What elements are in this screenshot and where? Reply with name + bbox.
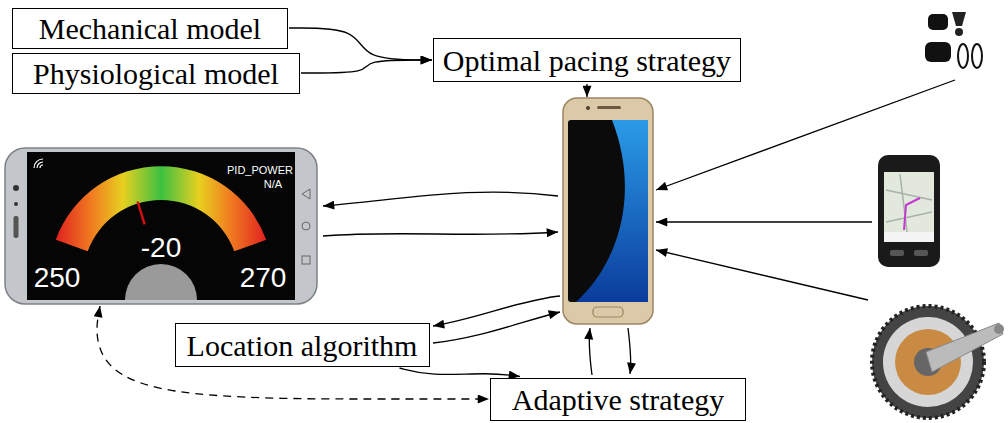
map-route (904, 198, 920, 230)
chainring (872, 306, 984, 418)
speaker (14, 216, 19, 238)
device-body (878, 155, 940, 267)
node-label: 250 (34, 264, 81, 292)
home-button (593, 307, 623, 317)
nav-home (302, 222, 310, 230)
chainring-inner (883, 317, 973, 407)
camera (13, 185, 19, 191)
node-label: PID_POWER (227, 165, 293, 176)
map-roads (886, 174, 932, 240)
gauge-phone (5, 148, 317, 304)
device-button (914, 250, 928, 256)
crank-arm (926, 323, 1003, 372)
pedal-hole (994, 324, 1004, 334)
data-field (884, 232, 934, 242)
sensor-band (972, 44, 982, 68)
connector (289, 28, 432, 60)
arrow (323, 192, 558, 206)
gauge-screen: PID_POWER N/A -20 250 270 (5, 148, 317, 304)
earpiece (597, 106, 621, 109)
sensor (952, 12, 966, 26)
power-meter (872, 306, 1004, 418)
camera (586, 106, 590, 110)
arrow (656, 221, 872, 222)
sensors (925, 12, 982, 68)
device-button (890, 250, 904, 256)
node-label: Mechanical model (39, 12, 261, 45)
arrow (323, 232, 558, 236)
sensor-band (958, 44, 968, 68)
arrow (589, 328, 592, 375)
connector (400, 368, 521, 377)
node-label: Adaptive strategy (512, 383, 724, 416)
model-box: Mechanical model (12, 8, 288, 49)
signal-icon (34, 159, 43, 168)
bike-computer (878, 155, 940, 267)
arrow (656, 250, 868, 300)
phone-body (563, 98, 653, 324)
arrow (656, 80, 955, 190)
arrow (628, 328, 631, 374)
sensor (928, 14, 948, 30)
arrow (586, 84, 587, 97)
phone-screen (568, 120, 648, 302)
phone-body (5, 148, 317, 304)
node-label: 270 (240, 264, 287, 292)
node-label: Location algorithm (187, 329, 418, 362)
dashed-connector (97, 306, 489, 399)
algorithm-box: Location algorithm (175, 323, 430, 367)
strategy-box: Optimal pacing strategy (433, 38, 741, 82)
sensor (925, 42, 951, 62)
nav-back (302, 189, 310, 199)
phone-screen (27, 152, 295, 300)
node-label: Optimal pacing strategy (443, 44, 731, 77)
screen-wallpaper (576, 120, 648, 302)
sensor (955, 28, 963, 36)
node-label: N/A (264, 179, 282, 190)
node-label: Physiological model (33, 57, 279, 90)
arrow (433, 296, 560, 326)
connector (301, 60, 432, 73)
sensor-dot (14, 202, 18, 206)
nav-recent (302, 256, 310, 264)
device-screen (884, 172, 934, 242)
gauge-hub (125, 264, 197, 300)
smartphone (563, 98, 653, 324)
strategy-box: Adaptive strategy (490, 378, 746, 421)
arrow (433, 312, 560, 343)
gauge-needle (138, 202, 145, 225)
node-label: -20 (141, 234, 181, 262)
model-box: Physiological model (12, 53, 300, 94)
